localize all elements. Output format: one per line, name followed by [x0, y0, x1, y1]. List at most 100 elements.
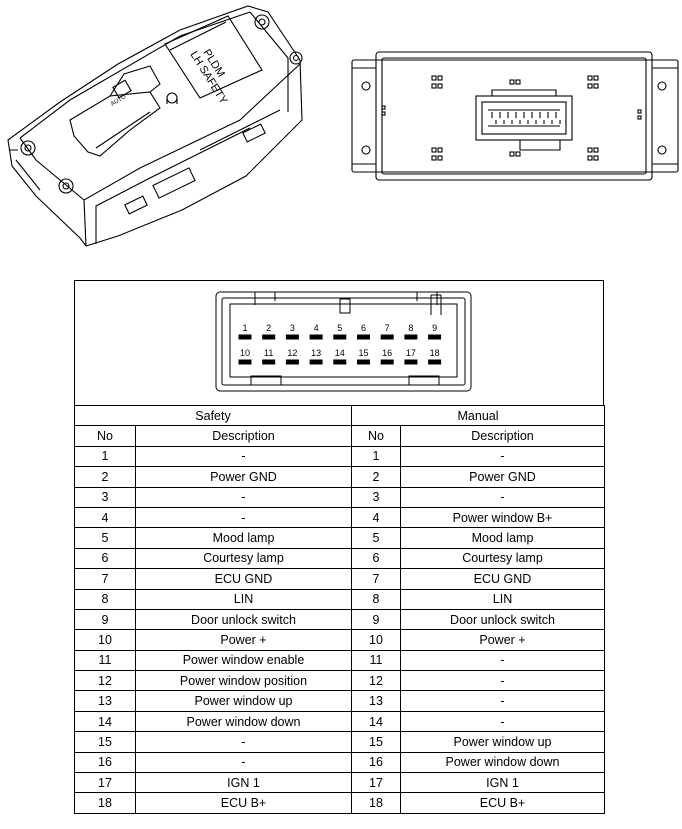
pin-no-manual: 15 — [351, 731, 401, 753]
pin-no-safety: 12 — [74, 670, 136, 692]
module-bottom-view — [351, 51, 679, 181]
pin-label: 7 — [384, 323, 390, 333]
description-safety: Power window down — [135, 710, 352, 733]
pin-no-safety: 1 — [74, 445, 136, 468]
pin-contact — [309, 334, 323, 340]
description-safety: ECU B+ — [135, 792, 352, 814]
pin-no-manual: 16 — [351, 751, 401, 774]
description-safety: Power GND — [135, 466, 352, 488]
description-manual: Power + — [400, 629, 605, 651]
pin-contact — [357, 359, 370, 365]
description-manual: - — [400, 445, 605, 468]
pin-no-manual: 13 — [351, 690, 401, 712]
pinout-table: Safety Manual No Description No Descript… — [74, 404, 605, 814]
description-safety: Courtesy lamp — [135, 547, 352, 570]
pin-label: 6 — [360, 323, 366, 333]
pin-no-safety: 13 — [74, 690, 136, 712]
pin-no-safety: 18 — [74, 792, 136, 814]
pin-no-safety: 5 — [74, 527, 136, 549]
pin-no-manual: 18 — [351, 792, 401, 814]
description-manual: - — [400, 690, 605, 712]
description-safety: Power + — [135, 629, 352, 651]
pin-no-safety: 16 — [74, 751, 136, 774]
pin-contact — [238, 334, 252, 340]
pin-no-safety: 9 — [74, 608, 136, 631]
pin-no-manual: 8 — [351, 588, 401, 610]
col-header-description-safety: Description — [135, 425, 352, 447]
description-manual: Power window B+ — [400, 506, 605, 529]
description-safety: - — [135, 751, 352, 774]
pin-no-safety: 8 — [74, 588, 136, 610]
pin-label: 2 — [266, 323, 272, 333]
pin-label: 3 — [289, 323, 295, 333]
pin-contact — [380, 334, 394, 340]
group-header-manual: Manual — [351, 404, 605, 427]
description-safety: ECU GND — [135, 568, 352, 590]
description-safety: - — [135, 506, 352, 529]
col-header-no-safety: No — [74, 425, 136, 447]
pin-contact — [428, 334, 442, 340]
pin-label: 5 — [337, 323, 343, 333]
description-manual: - — [400, 649, 605, 672]
pin-label: 17 — [405, 348, 416, 358]
description-safety: Power window enable — [135, 649, 352, 672]
pin-contact — [262, 334, 276, 340]
pin-no-safety: 15 — [74, 731, 136, 753]
table-group-header-row: Safety Manual — [74, 404, 605, 427]
pin-contact — [262, 359, 276, 365]
pin-label: 15 — [358, 348, 369, 358]
module-drawings: PLDM LH SAFETY AUTO — [7, 5, 679, 247]
description-manual: Door unlock switch — [400, 608, 605, 631]
pin-contact — [357, 334, 370, 340]
pin-no-safety: 10 — [74, 629, 136, 651]
pin-contact — [285, 359, 299, 365]
pin-contact — [404, 359, 418, 365]
pin-label: 8 — [408, 323, 414, 333]
pin-label: 13 — [311, 348, 322, 358]
description-safety: Power window up — [135, 690, 352, 712]
pin-label: 1 — [242, 323, 248, 333]
pin-label: 14 — [334, 348, 345, 358]
group-header-safety: Safety — [74, 404, 352, 427]
pin-no-manual: 2 — [351, 466, 401, 488]
pin-label: 9 — [432, 323, 438, 333]
description-safety: - — [135, 486, 352, 508]
pin-no-manual: 1 — [351, 445, 401, 468]
pin-no-manual: 14 — [351, 710, 401, 733]
description-safety: LIN — [135, 588, 352, 610]
description-safety: Door unlock switch — [135, 608, 352, 631]
description-safety: Mood lamp — [135, 527, 352, 549]
description-manual: Power window down — [400, 751, 605, 774]
pin-label: 4 — [313, 323, 319, 333]
description-safety: - — [135, 731, 352, 753]
table-column-header-row: No Description No Description — [74, 425, 605, 447]
pin-label: 11 — [264, 348, 274, 358]
pin-no-safety: 3 — [74, 486, 136, 508]
pin-no-manual: 3 — [351, 486, 401, 508]
pin-contact — [404, 334, 418, 340]
description-manual: Power window up — [400, 731, 605, 753]
connector-outline — [215, 291, 472, 392]
pin-contact — [309, 359, 323, 365]
pin-no-manual: 10 — [351, 629, 401, 651]
description-manual: - — [400, 670, 605, 692]
table-row: 3-3- — [74, 486, 605, 508]
col-header-description-manual: Description — [400, 425, 605, 447]
description-manual: Mood lamp — [400, 527, 605, 549]
description-manual: ECU GND — [400, 568, 605, 590]
table-row: 1-1- — [74, 445, 605, 468]
description-manual: LIN — [400, 588, 605, 610]
pin-contact — [333, 334, 347, 340]
pin-contact — [428, 359, 442, 365]
module-isometric-view — [7, 5, 303, 247]
